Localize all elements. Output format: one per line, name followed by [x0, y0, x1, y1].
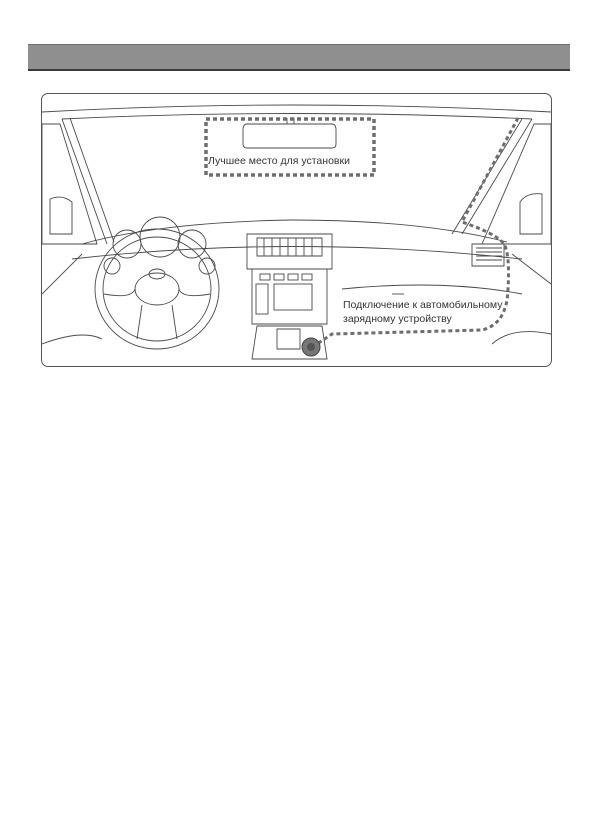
- section-header-rule: [28, 69, 570, 71]
- best-location-label: Лучшее место для установки: [208, 155, 350, 167]
- charger-connection-label: Подключение к автомобильному зарядному у…: [343, 298, 502, 326]
- charger-label-line1: Подключение к автомобильному: [343, 299, 503, 311]
- power-socket-icon: [301, 337, 321, 357]
- car-interior-drawing: [42, 104, 551, 360]
- mount-zone-marker: [204, 117, 376, 177]
- charger-label-line2: зарядному устройству: [343, 313, 452, 325]
- car-interior-illustration: [41, 93, 552, 367]
- section-header-bar: [28, 44, 570, 69]
